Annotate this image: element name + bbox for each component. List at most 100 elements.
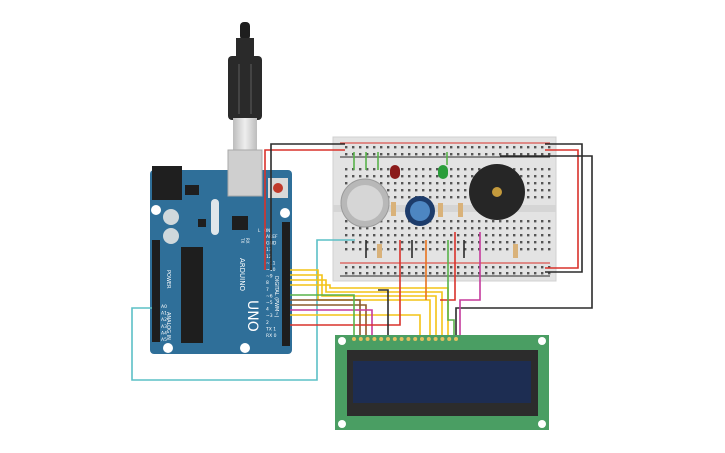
breadboard-hole (464, 168, 467, 171)
breadboard-hole (450, 168, 453, 171)
rail-hole (457, 272, 460, 275)
rail-hole (520, 153, 523, 156)
breadboard-hole (457, 220, 460, 223)
breadboard-hole (436, 196, 439, 199)
rail-hole (436, 266, 439, 269)
breadboard-hole (429, 241, 432, 244)
rail-hole (394, 146, 397, 149)
breadboard-hole (520, 241, 523, 244)
breadboard-hole (457, 182, 460, 185)
breadboard-hole (506, 248, 509, 251)
lcd-pin (358, 337, 363, 341)
breadboard-hole (422, 175, 425, 178)
breadboard-hole (548, 227, 551, 230)
breadboard-hole (527, 220, 530, 223)
rail-hole (373, 272, 376, 275)
breadboard-hole (492, 227, 495, 230)
breadboard-hole (443, 189, 446, 192)
rail-hole (499, 153, 502, 156)
breadboard-hole (436, 241, 439, 244)
breadboard-hole (548, 248, 551, 251)
analog-pin-label: A3 (161, 324, 167, 330)
breadboard-hole (534, 182, 537, 185)
potentiometer (405, 196, 435, 226)
breadboard-hole (345, 241, 348, 244)
rail-hole (373, 266, 376, 269)
analog-power-header (152, 240, 160, 342)
breadboard-hole (408, 234, 411, 237)
breadboard-hole (366, 234, 369, 237)
lcd-pin (440, 337, 445, 341)
lcd-screen (353, 361, 531, 403)
digital-header (282, 222, 290, 346)
breadboard-hole (485, 227, 488, 230)
breadboard-hole (548, 220, 551, 223)
rail-hole (450, 272, 453, 275)
rail-hole (415, 146, 418, 149)
rail-hole (541, 153, 544, 156)
rail-hole (387, 153, 390, 156)
breadboard-hole (380, 182, 383, 185)
breadboard-hole (471, 234, 474, 237)
rail-hole (513, 153, 516, 156)
rail-hole (471, 153, 474, 156)
breadboard-hole (499, 248, 502, 251)
lcd-pin (454, 337, 458, 341)
rail-hole (387, 146, 390, 149)
breadboard-hole (436, 168, 439, 171)
digital-pin-label: AREF (266, 234, 278, 240)
breadboard-hole (471, 248, 474, 251)
rail-hole (450, 266, 453, 269)
rx-label: RX (245, 238, 250, 244)
rail-hole (345, 266, 348, 269)
microcontroller-chip (181, 247, 203, 343)
breadboard-hole (401, 175, 404, 178)
breadboard-hole (345, 182, 348, 185)
rail-hole (352, 272, 355, 275)
breadboard-hole (499, 234, 502, 237)
breadboard-hole (401, 168, 404, 171)
breadboard-hole (394, 227, 397, 230)
breadboard-hole (408, 227, 411, 230)
rail-hole (394, 272, 397, 275)
breadboard-hole (534, 175, 537, 178)
breadboard-hole (352, 248, 355, 251)
digital-pin-label: ~9 (266, 274, 273, 280)
rail-hole (506, 272, 509, 275)
rail-hole (387, 266, 390, 269)
rail-hole (506, 266, 509, 269)
breadboard-hole (457, 234, 460, 237)
breadboard-hole (366, 248, 369, 251)
digital-pin-label: 13 (266, 247, 272, 253)
breadboard-hole (520, 248, 523, 251)
breadboard-hole (534, 189, 537, 192)
rail-hole (387, 272, 390, 275)
breadboard-hole (464, 189, 467, 192)
resistors (377, 202, 518, 258)
rail-hole (499, 146, 502, 149)
rail-hole (478, 146, 481, 149)
breadboard-hole (345, 175, 348, 178)
breadboard-hole (394, 196, 397, 199)
breadboard-hole (359, 175, 362, 178)
breadboard-hole (345, 220, 348, 223)
rail-hole (478, 153, 481, 156)
breadboard-hole (345, 168, 348, 171)
breadboard-hole (541, 189, 544, 192)
rail-hole (534, 266, 537, 269)
power-jack (152, 166, 182, 200)
breadboard-holes (345, 146, 551, 275)
rail-hole (534, 153, 537, 156)
breadboard-hole (534, 196, 537, 199)
analog-pin-label: A5 (161, 337, 167, 343)
rail-hole (373, 146, 376, 149)
breadboard-hole (485, 220, 488, 223)
breadboard-hole (436, 234, 439, 237)
breadboard-hole (471, 241, 474, 244)
breadboard-hole (373, 227, 376, 230)
rail-hole (541, 146, 544, 149)
digital-pin-label: ~5 (266, 300, 273, 306)
breadboard-hole (415, 182, 418, 185)
breadboard-hole (359, 248, 362, 251)
